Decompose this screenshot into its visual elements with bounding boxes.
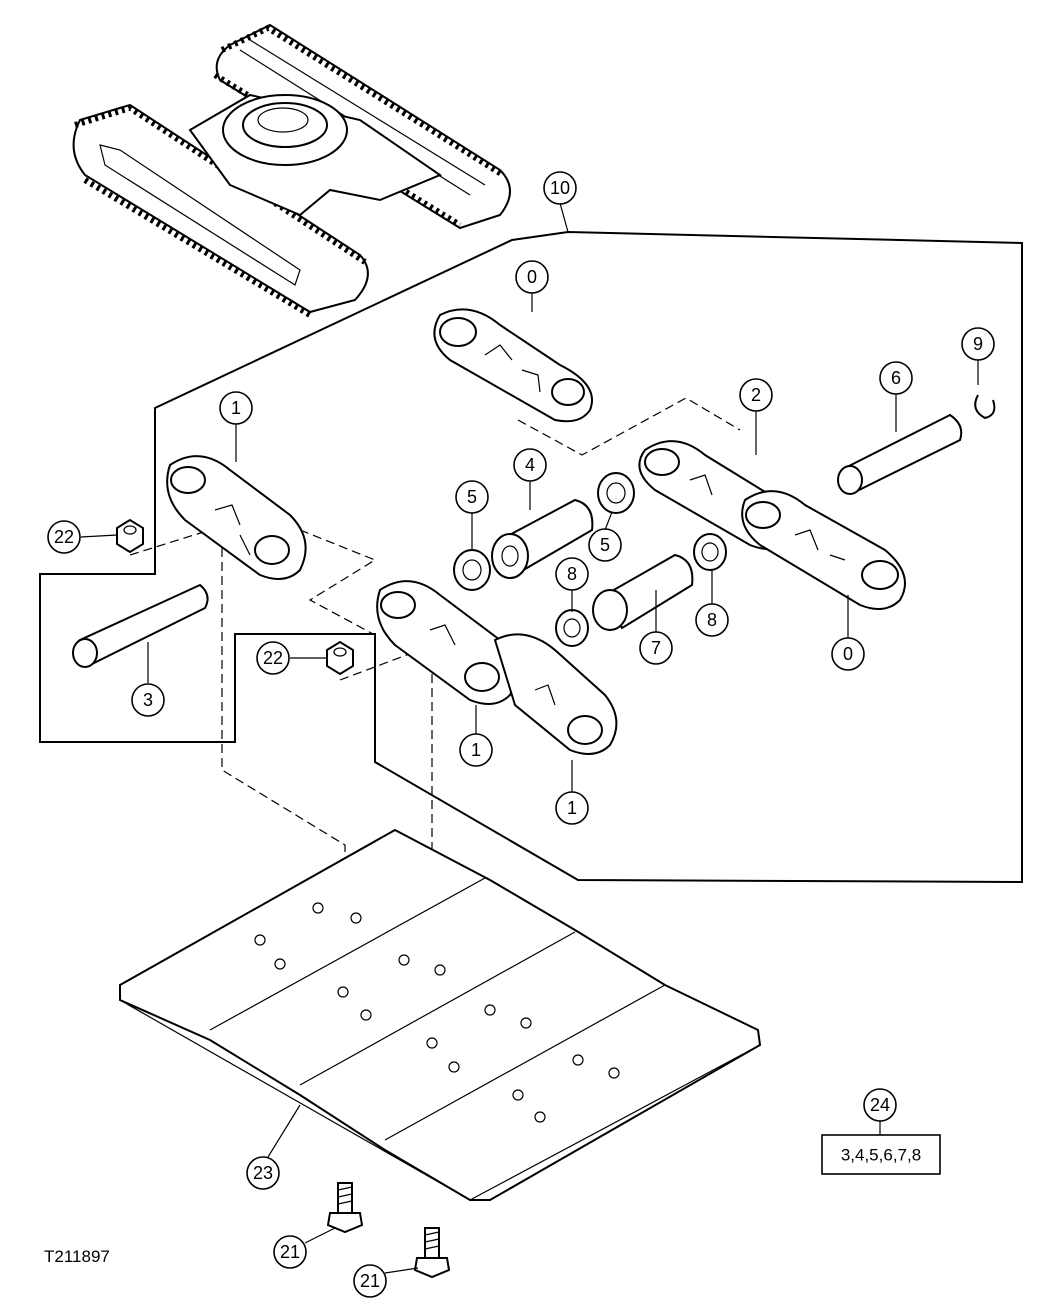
svg-text:5: 5 — [467, 487, 477, 507]
spacer-8-right — [693, 533, 727, 571]
bolt-21-left — [326, 1182, 364, 1234]
callout-6: 6 — [879, 361, 913, 395]
callout-21-left: 21 — [273, 1235, 307, 1269]
callout-1-lower: 1 — [555, 791, 589, 825]
callout-21-right: 21 — [353, 1264, 387, 1298]
nut-22-lower — [326, 640, 354, 676]
retaining-ring-9 — [974, 394, 996, 420]
svg-text:5: 5 — [600, 535, 610, 555]
svg-text:23: 23 — [253, 1163, 273, 1183]
svg-text:21: 21 — [360, 1271, 380, 1291]
callout-0-right: 0 — [831, 637, 865, 671]
svg-text:9: 9 — [973, 334, 983, 354]
svg-text:8: 8 — [707, 610, 717, 630]
callout-2: 2 — [739, 378, 773, 412]
undercarriage-illustration — [72, 23, 511, 318]
callout-5-right: 5 — [588, 528, 622, 562]
svg-text:21: 21 — [280, 1242, 300, 1262]
spacer-8-left — [555, 609, 589, 647]
svg-text:22: 22 — [263, 648, 283, 668]
assembly-boundary — [39, 230, 1023, 884]
svg-text:7: 7 — [651, 638, 661, 658]
callout-3: 3 — [131, 683, 165, 717]
svg-text:4: 4 — [525, 455, 535, 475]
svg-text:0: 0 — [843, 644, 853, 664]
svg-text:10: 10 — [550, 178, 570, 198]
kit-contents-label: 3,4,5,6,7,8 — [841, 1146, 921, 1165]
seal-5-right — [597, 472, 635, 514]
svg-text:1: 1 — [231, 398, 241, 418]
track-shoe-23 — [119, 828, 762, 1201]
svg-text:1: 1 — [567, 798, 577, 818]
svg-text:22: 22 — [54, 527, 74, 547]
pin-3 — [72, 583, 209, 668]
svg-text:0: 0 — [527, 267, 537, 287]
link-center-lower — [376, 580, 618, 755]
callout-1-upper: 1 — [219, 391, 253, 425]
callout-5-left: 5 — [455, 480, 489, 514]
leader-lines — [80, 202, 979, 1274]
callout-10: 10 — [543, 171, 577, 205]
callout-23: 23 — [246, 1156, 280, 1190]
bushing-7 — [592, 553, 694, 631]
kit-24-box: 24 3,4,5,6,7,8 — [821, 1088, 941, 1175]
svg-text:24: 24 — [870, 1095, 890, 1115]
seal-5-left — [453, 549, 491, 591]
svg-text:8: 8 — [567, 564, 577, 584]
figure-id: T211897 — [44, 1247, 110, 1266]
callout-1-middle: 1 — [459, 733, 493, 767]
callout-22-upper: 22 — [47, 520, 81, 554]
callout-22-lower: 22 — [256, 641, 290, 675]
link-right-lower — [741, 490, 906, 610]
callout-0-top: 0 — [515, 260, 549, 294]
bolt-21-right — [413, 1227, 451, 1279]
svg-text:3: 3 — [143, 690, 153, 710]
pin-6 — [837, 413, 963, 495]
nut-22-upper — [116, 518, 144, 554]
callout-9: 9 — [961, 327, 995, 361]
svg-text:1: 1 — [471, 740, 481, 760]
bushing-4 — [491, 498, 594, 579]
link-top — [433, 308, 593, 423]
callout-8-left: 8 — [555, 557, 589, 591]
callout-8-right: 8 — [695, 603, 729, 637]
link-left-upper — [166, 455, 307, 580]
svg-text:6: 6 — [891, 368, 901, 388]
callout-7: 7 — [639, 631, 673, 665]
svg-text:2: 2 — [751, 385, 761, 405]
callout-4: 4 — [513, 448, 547, 482]
